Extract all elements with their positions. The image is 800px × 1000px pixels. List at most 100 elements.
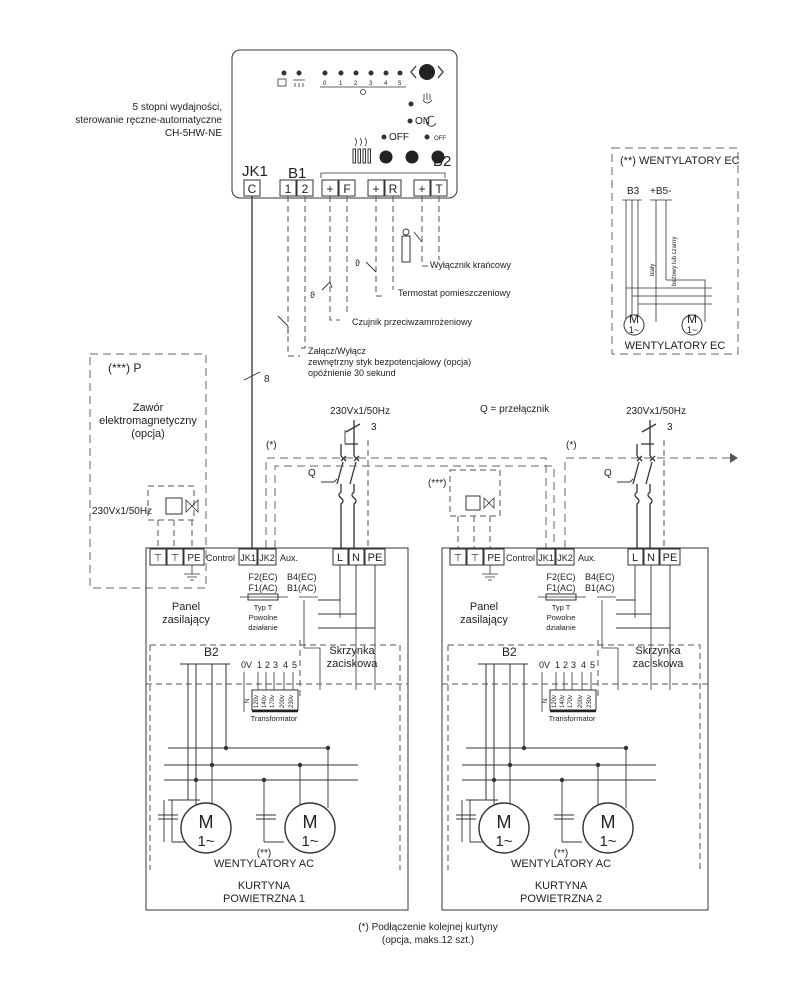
- curtain-2-fuse-type-1: Typ T: [552, 603, 571, 612]
- controller-model: CH-5HW-NE: [165, 128, 222, 139]
- curtain-2-fuse-1: F2(EC): [547, 572, 576, 582]
- ec-wire-beige: beżowy lub czarny: [672, 237, 678, 286]
- curtain-2-box-1: Skrzynka: [635, 645, 681, 657]
- off-label: OFF: [389, 132, 409, 143]
- curtain-2-fuse-type-2: Powolne: [547, 613, 576, 622]
- curtain-2-v-170: 170v: [568, 695, 574, 708]
- terminal-2: 2: [302, 182, 309, 196]
- svg-text:1~: 1~: [687, 325, 697, 335]
- switch-label-3: opóźnienie 30 sekund: [308, 368, 396, 378]
- ec-b3-label: B3: [627, 186, 640, 197]
- button-2[interactable]: [405, 150, 419, 164]
- svg-text:M: M: [303, 812, 318, 832]
- curtain-2-b4-2: B1(AC): [585, 583, 615, 593]
- speed-knob[interactable]: [419, 64, 435, 80]
- limit-switch-label: Wyłącznik krańcowy: [430, 260, 511, 270]
- curtain-1-pe: PE: [368, 552, 383, 564]
- terminal-c: C: [248, 182, 257, 196]
- curtain-2-aux: Aux.: [578, 553, 596, 563]
- curtain-2-control: Control: [506, 553, 535, 563]
- curtain-2-name-1: KURTYNA: [535, 880, 588, 892]
- curtain-1-fuse-type-1: Typ T: [254, 603, 273, 612]
- dot-heat: [296, 70, 302, 76]
- theta-frost: ϑ: [310, 290, 315, 300]
- curtain-2-fuse-2: F1(AC): [547, 583, 576, 593]
- curtain-2-name-2: POWIETRZNA 2: [520, 893, 602, 905]
- terminal-plus-2: +: [372, 182, 379, 196]
- ec-b5-label: +B5-: [650, 186, 671, 197]
- knob-left-arrow: [410, 65, 417, 79]
- curtain-1-b4-2: B1(AC): [287, 583, 317, 593]
- curtain-2: (***) ⊤ ⊤ PE Control JK1 JK2 Aux. L N PE…: [428, 406, 709, 911]
- curtain-2-fans-tag: (**): [554, 848, 568, 859]
- jk1-label: JK1: [242, 163, 268, 180]
- curtain-1-tap-5: 5: [292, 660, 297, 670]
- q-legend: Q = przełącznik: [480, 404, 550, 415]
- curtain-1-fuse-2: F1(AC): [249, 583, 278, 593]
- curtain-2-n-label: N: [543, 699, 549, 703]
- curtain-2-v-140: 140v: [560, 695, 566, 708]
- curtain-1-fans-tag: (**): [257, 848, 271, 859]
- valve-name-2: elektromagnetyczny: [99, 415, 197, 427]
- dot-manual: [281, 70, 287, 76]
- curtain-2-tap-2: 2: [563, 660, 568, 670]
- curtain-1-panel-2: zasilający: [162, 614, 210, 626]
- valve-voltage: 230Vx1/50Hz: [92, 506, 152, 517]
- curtain-2-tap-3: 3: [571, 660, 576, 670]
- knob-right-arrow: [437, 65, 444, 79]
- curtain-1-wire-count: 3: [371, 422, 377, 433]
- curtain-1-tap-4: 4: [283, 660, 288, 670]
- speed-1: 1: [339, 81, 343, 87]
- curtain-2-jk1: JK1: [538, 553, 554, 563]
- speed-4: 4: [384, 81, 388, 87]
- ec-fans-title: (**) WENTYLATORY EC: [620, 155, 740, 167]
- curtain-2-pe: PE: [663, 552, 678, 564]
- button-3[interactable]: [431, 150, 445, 164]
- svg-text:1~: 1~: [301, 833, 318, 850]
- button-1[interactable]: [379, 150, 393, 164]
- curtain-1-box-2: zaciskowa: [327, 658, 379, 670]
- curtain-2-v-230: 230v: [587, 695, 593, 708]
- b2-bracket: [320, 172, 446, 178]
- theta-room: ϑ: [355, 258, 360, 268]
- curtain-1-n-label: N: [245, 699, 251, 703]
- curtain-1-panel-1: Panel: [172, 601, 200, 613]
- star-right: (*): [566, 440, 577, 451]
- curtain-2-valve-symbol-icon: [483, 497, 495, 509]
- curtain-1-q: Q: [308, 468, 316, 479]
- valve-box: (***) P Zawór elektromagnetyczny (opcja)…: [89, 353, 207, 589]
- curtain-1-transformer: 0V 1 2 3 4 5 120v 140v 170v 200v 230v N …: [241, 660, 299, 723]
- curtain-2-jk2: JK2: [557, 553, 573, 563]
- terminal-r: R: [389, 182, 398, 196]
- ec-wire-white: biały: [650, 264, 656, 276]
- chain-arrow-icon: [730, 453, 738, 463]
- svg-text:M: M: [497, 812, 512, 832]
- ec-fans-box: (**) WENTYLATORY EC B3 +B5- biały beżowy…: [611, 147, 740, 355]
- curtain-2-stars: (***): [428, 478, 446, 489]
- speed-5: 5: [398, 81, 402, 87]
- off-small-label: OFF: [434, 136, 446, 142]
- ec-fans-footer: WENTYLATORY EC: [625, 340, 726, 352]
- fan-icon: [360, 89, 366, 95]
- curtain-2-box-2: zaciskowa: [633, 658, 685, 670]
- curtain-1-fans-label: WENTYLATORY AC: [214, 858, 314, 870]
- curtain-2-panel-1: Panel: [470, 601, 498, 613]
- curtain-2-valve-coil-icon: [465, 495, 481, 511]
- svg-text:M: M: [199, 812, 214, 832]
- curtain-2-tap-5: 5: [590, 660, 595, 670]
- curtain-2-supply: 230Vx1/50Hz: [626, 406, 686, 417]
- curtain-2-n: N: [647, 552, 655, 564]
- curtain-1-name-1: KURTYNA: [238, 880, 291, 892]
- curtain-1-motor-2: M 1~: [284, 802, 336, 854]
- hand-icon: [422, 93, 433, 104]
- heater-grille-icon: [352, 148, 371, 164]
- speed-leds: [322, 70, 403, 76]
- room-thermostat-label: Termostat pomieszczeniowy: [398, 288, 511, 298]
- curtain-1-box-1: Skrzynka: [329, 645, 375, 657]
- speed-3: 3: [369, 81, 373, 87]
- svg-text:⊤: ⊤: [171, 553, 180, 564]
- svg-text:1~: 1~: [599, 833, 616, 850]
- valve-coil-icon: [165, 497, 183, 515]
- on-label: ON: [415, 116, 430, 127]
- curtain-2-l: L: [632, 552, 638, 564]
